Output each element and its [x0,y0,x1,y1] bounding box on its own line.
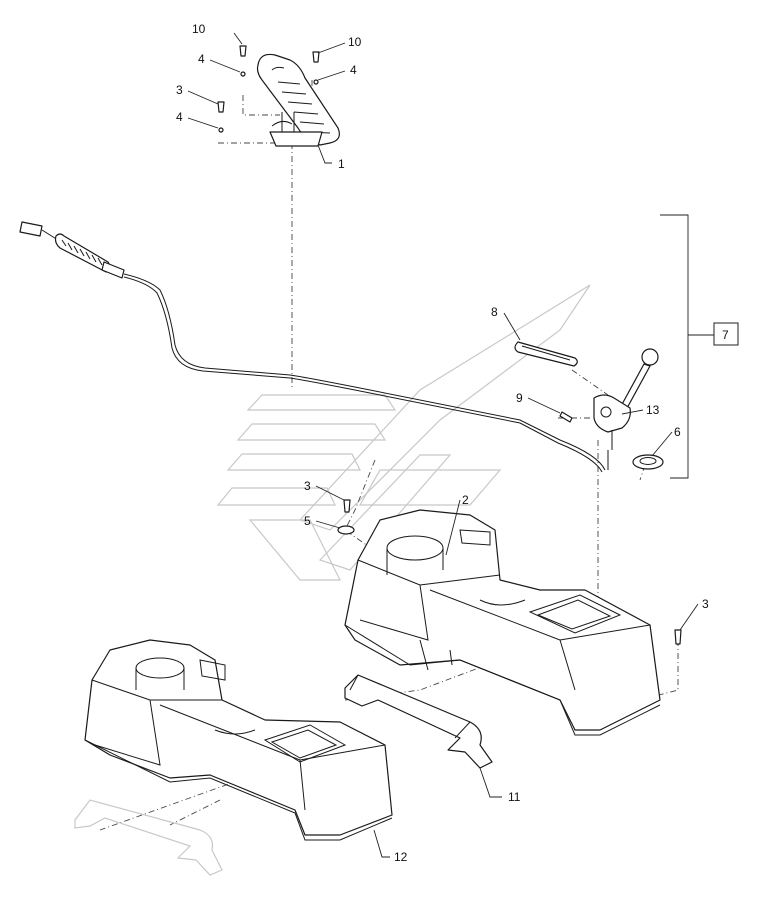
callout-10-top-left: 10 [192,22,206,36]
bolt-9 [559,411,573,423]
bolt-3 [343,499,351,513]
leader-lines [187,32,699,858]
callout-2: 2 [462,493,469,507]
grommet [632,454,664,470]
callout-8: 8 [491,305,498,319]
ghost-bracket [74,799,223,876]
callout-11: 11 [508,790,521,804]
console-housing [344,509,661,736]
callout-7: 7 [722,328,729,342]
group-box [713,322,739,346]
callout-9: 9 [516,391,523,405]
support-bracket [344,674,493,769]
callout-12: 12 [394,850,408,864]
callout-3-middle: 3 [304,479,311,493]
console-housing-alt [84,639,393,841]
callout-labels: 10 4 3 4 10 4 1 8 7 9 13 6 3 2 5 3 11 12 [176,22,729,864]
washer-5 [337,525,355,535]
group-bracket [660,214,689,479]
callout-6: 6 [674,425,681,439]
callout-3-top-left: 3 [176,83,183,97]
cover-plate [514,341,578,367]
callout-13: 13 [646,403,660,417]
callout-10-top-right: 10 [348,35,362,49]
callout-1: 1 [338,157,345,171]
hand-throttle-lever [593,348,659,470]
callout-4-left: 4 [176,110,183,124]
accelerator-pedal [256,53,340,147]
callout-3-right: 3 [702,597,709,611]
throttle-cable [19,221,606,473]
pedal-fasteners [217,45,320,133]
watermark-logo [216,284,591,581]
callout-5: 5 [304,514,311,528]
callout-4-top-right: 4 [350,63,357,77]
bolt-3-right [674,629,682,645]
callout-4-top-left: 4 [198,52,205,66]
